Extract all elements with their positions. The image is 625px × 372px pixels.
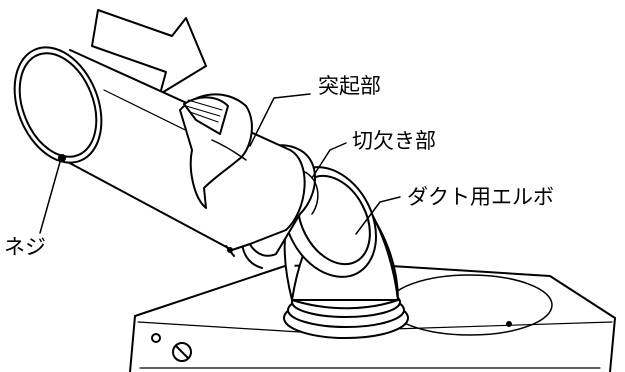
pipe-screw-icon [58, 154, 66, 162]
label-notch: 切欠き部 [352, 129, 436, 153]
screw-icon [172, 342, 192, 362]
leader-protrusion [249, 93, 311, 147]
label-duct-elbow: ダクト用エルボ [407, 185, 554, 209]
leader-notch [311, 142, 347, 179]
label-protrusion: 突起部 [318, 74, 381, 98]
leader-screw [39, 161, 61, 234]
base-box [129, 263, 616, 372]
leader-elbow [355, 196, 401, 235]
label-screw: ネジ [4, 235, 46, 259]
arrow-right-icon [91, 9, 207, 95]
cutaway-window [179, 93, 253, 209]
hole-icon [151, 333, 161, 343]
